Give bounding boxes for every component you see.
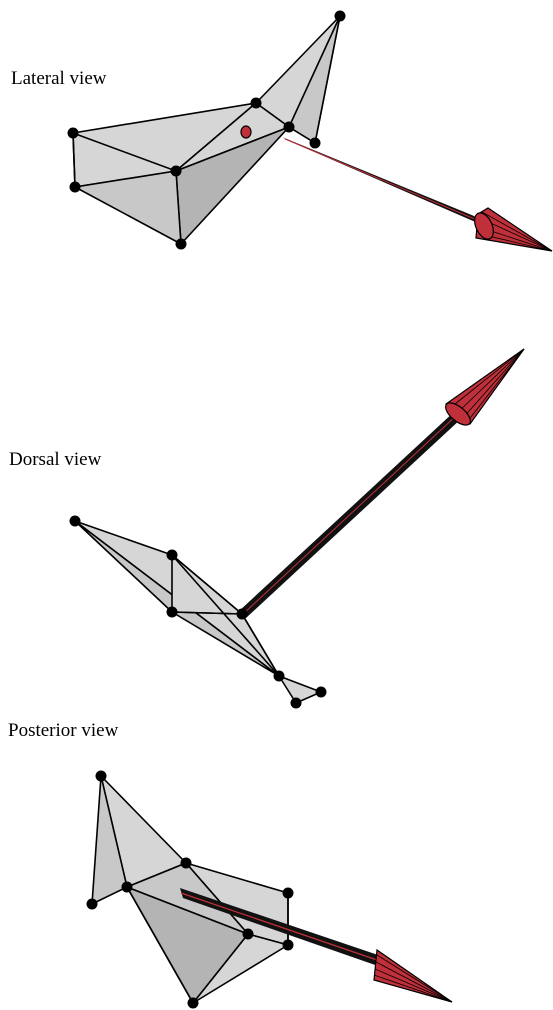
dorsal-joint [316, 687, 327, 698]
dorsal-body-face-3 [172, 555, 242, 614]
lateral-arrow-highlight [285, 139, 477, 220]
lateral-joint [335, 11, 346, 22]
posterior-joint [283, 940, 294, 951]
lateral-joint [176, 239, 187, 250]
dorsal-view-figure [70, 349, 525, 709]
lateral-view-figure [68, 11, 553, 252]
posterior-joint [96, 771, 107, 782]
dorsal-joint [167, 607, 178, 618]
posterior-joint [243, 929, 254, 940]
lateral-joint [310, 138, 321, 149]
dorsal-joint [291, 698, 302, 709]
dorsal-joint [274, 671, 285, 682]
lateral-joint [284, 122, 295, 133]
posterior-joint [122, 882, 133, 893]
dorsal-arrow [238, 349, 524, 618]
lateral-joint [68, 128, 79, 139]
dorsal-tail-face [279, 676, 321, 703]
posterior-view-figure [87, 771, 453, 1009]
lateral-red-marker [241, 126, 251, 138]
dorsal-arrow-highlight [242, 414, 458, 615]
posterior-joint [283, 888, 294, 899]
lateral-arrow [282, 137, 552, 251]
lateral-joint [251, 98, 262, 109]
lateral-joint [171, 166, 182, 177]
dorsal-joint [167, 550, 178, 561]
posterior-joint [181, 858, 192, 869]
posterior-joint [87, 899, 98, 910]
dorsal-joint [237, 609, 248, 620]
posterior-joint [188, 998, 199, 1009]
lateral-joint [70, 182, 81, 193]
dorsal-joint [70, 516, 81, 527]
